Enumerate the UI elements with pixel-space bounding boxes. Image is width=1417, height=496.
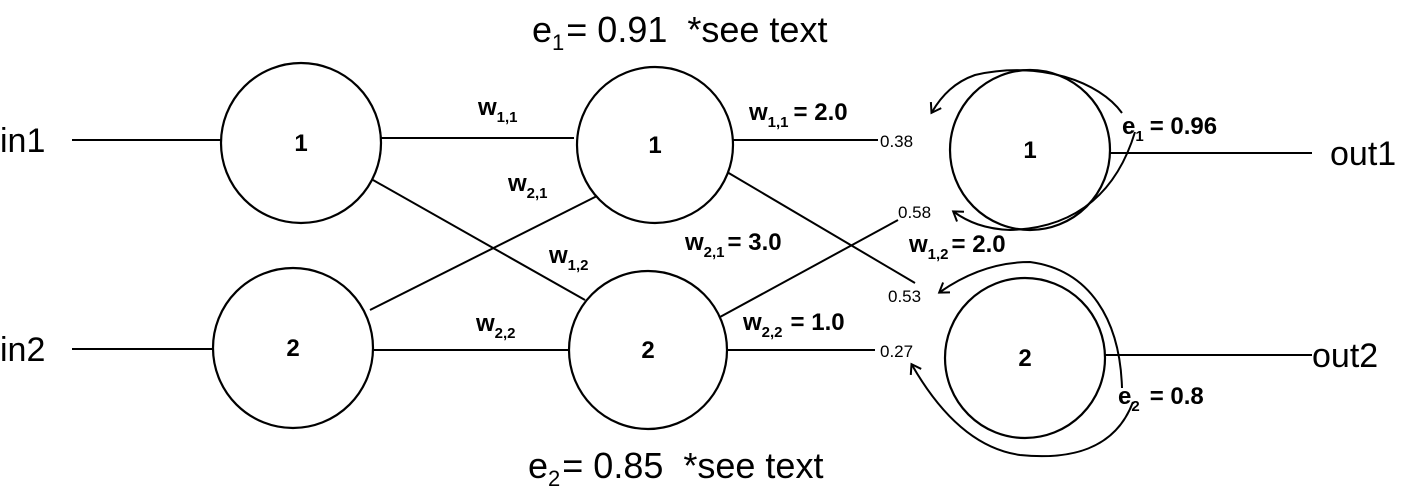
- edge-h1-o2: [726, 171, 916, 284]
- hidden-node-2: [567, 269, 729, 431]
- backprop-arrow-e2-to-w12: [937, 260, 1123, 389]
- input-node-2: [211, 266, 375, 430]
- input-node-1: [219, 61, 383, 225]
- weight-label-right-w21: w2,1= 3.0: [684, 229, 782, 261]
- top-error-label: e1= 0.91 *see text: [532, 9, 827, 55]
- input-node-1-label: 1: [294, 130, 307, 157]
- backprop-arrow-e1-to-w11: [929, 69, 1123, 115]
- weight-label-left-w22: w2,2: [475, 310, 516, 342]
- output-node-2-label: 2: [1018, 345, 1031, 372]
- weight-label-right-w12: w1,2= 2.0: [908, 231, 1006, 263]
- input-node-2-label: 2: [286, 335, 299, 362]
- backprop-arrow-e1-to-w21: [951, 131, 1136, 232]
- hidden-node-1: [575, 65, 735, 225]
- output-error-label-1: e1= 0.96: [1122, 113, 1217, 145]
- hidden-node-1-label: 1: [648, 132, 661, 159]
- edge-in1-h2: [372, 179, 586, 301]
- output-label-1: out1: [1330, 135, 1396, 173]
- weight-label-right-w11: w1,1= 2.0: [748, 99, 848, 131]
- output-label-2: out2: [1312, 337, 1378, 375]
- input-label-1: in1: [0, 122, 45, 160]
- output-error-label-2: e2= 0.8: [1118, 383, 1204, 415]
- edge-in2-h1: [369, 195, 598, 311]
- input-label-2: in2: [0, 331, 45, 369]
- output-node-2: [943, 276, 1107, 440]
- split-error-label-a: 0.38: [880, 132, 913, 151]
- weight-label-left-w11: w1,1: [477, 94, 518, 126]
- split-error-label-c: 0.53: [888, 287, 921, 306]
- hidden-node-2-label: 2: [641, 337, 654, 364]
- weight-label-left-w21: w2,1: [507, 170, 548, 202]
- bottom-error-label: e2= 0.85 *see text: [528, 445, 823, 491]
- split-error-label-d: 0.27: [880, 342, 913, 361]
- weight-label-right-w22: w2,2= 1.0: [742, 309, 845, 341]
- edge-h2-o1: [719, 219, 899, 318]
- output-node-1-label: 1: [1023, 137, 1036, 164]
- backprop-arrow-e2-to-w22: [909, 362, 1134, 458]
- split-error-label-b: 0.58: [898, 203, 931, 222]
- weight-label-left-w12: w1,2: [548, 242, 589, 274]
